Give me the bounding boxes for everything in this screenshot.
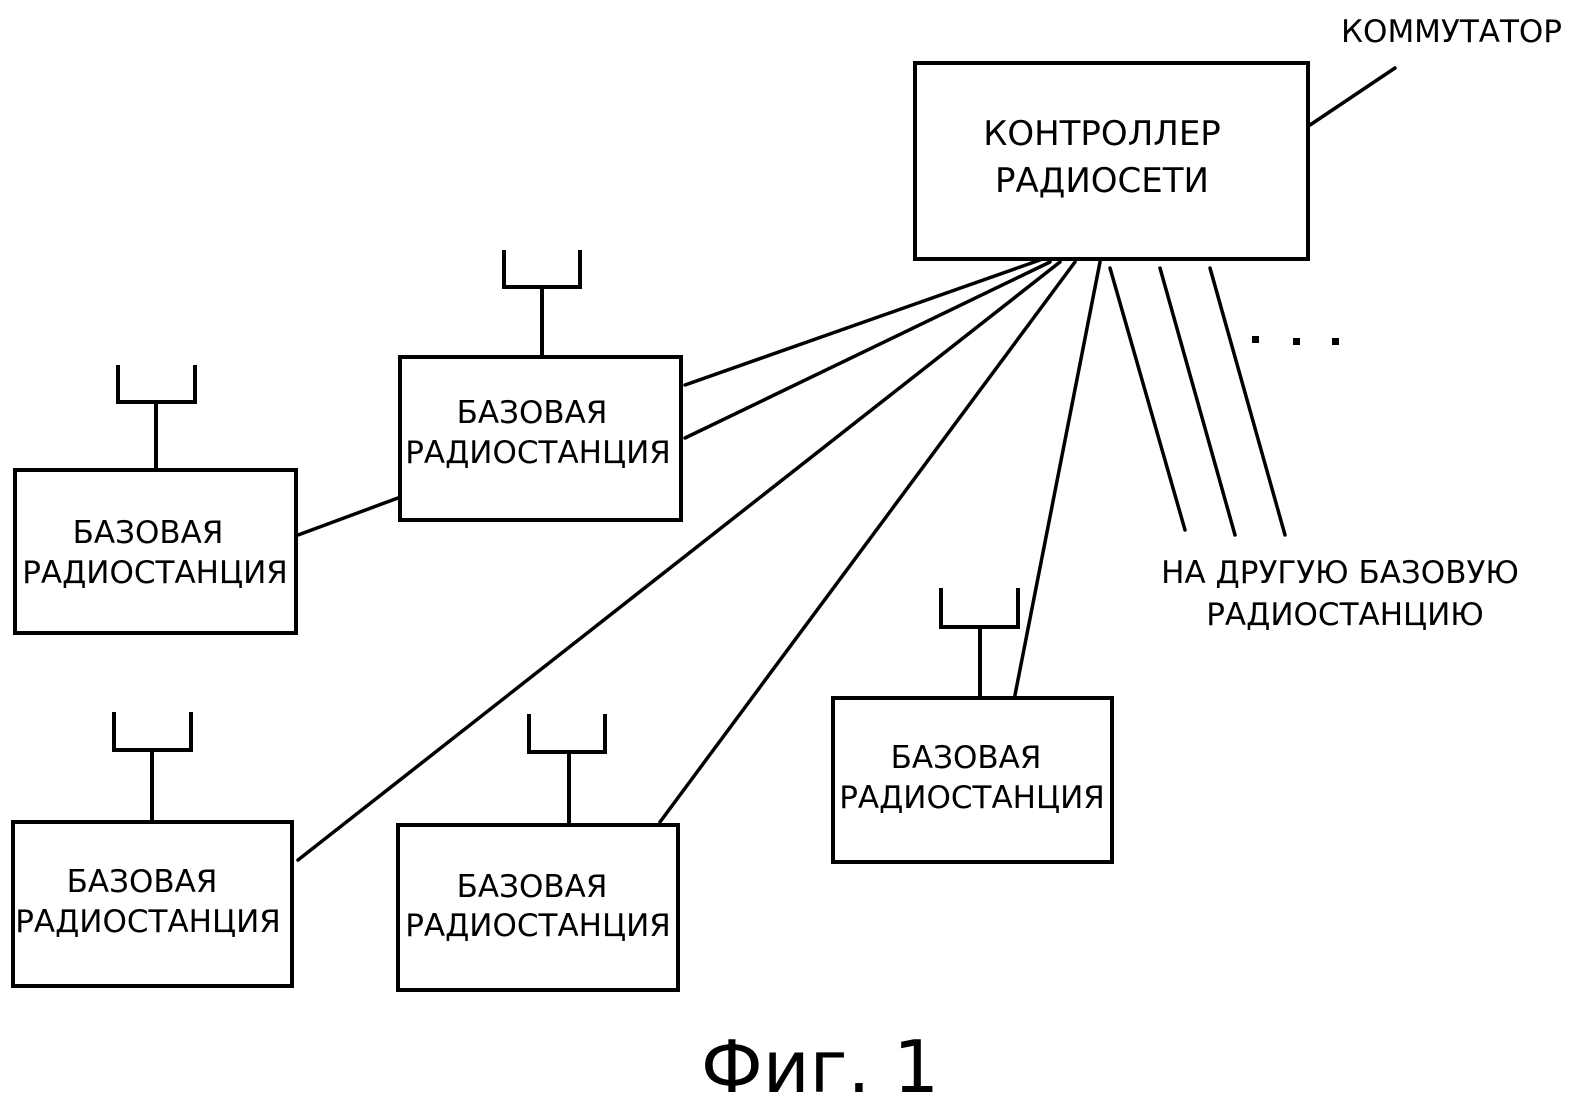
ellipsis-dots (1252, 336, 1339, 345)
link-controller-station-right (1013, 260, 1102, 697)
antenna-icon (939, 588, 1020, 698)
connections (296, 66, 1397, 862)
station-label-line1: БАЗОВАЯ (891, 740, 1042, 776)
antenna-icon (502, 250, 582, 357)
link-other-station-3 (1208, 266, 1287, 537)
link-other-station-1 (1108, 266, 1187, 532)
link-controller-station-bottom-mid (658, 260, 1077, 824)
link-controller-station-top-1 (683, 258, 1042, 387)
antenna-icon (112, 712, 193, 822)
figure-caption: Фиг. 1 (701, 1025, 939, 1109)
station-label-line1: БАЗОВАЯ (457, 395, 608, 431)
base-station-right: БАЗОВАЯ РАДИОСТАНЦИЯ (831, 588, 1114, 864)
station-label-line2: РАДИОСТАНЦИЯ (405, 908, 671, 944)
station-label-line1: БАЗОВАЯ (457, 869, 608, 905)
base-station-top: БАЗОВАЯ РАДИОСТАНЦИЯ (398, 250, 683, 522)
station-label-line1: БАЗОВАЯ (73, 515, 224, 551)
controller-label-line1: КОНТРОЛЛЕР (983, 114, 1221, 154)
link-switch (1308, 66, 1397, 127)
station-label-line2: РАДИОСТАНЦИЯ (839, 780, 1105, 816)
link-other-station-2 (1158, 266, 1237, 537)
antenna-icon (527, 714, 607, 825)
link-station-top-station-left (296, 496, 400, 537)
base-station-bottom-middle: БАЗОВАЯ РАДИОСТАНЦИЯ (396, 714, 680, 992)
base-station-left: БАЗОВАЯ РАДИОСТАНЦИЯ (13, 365, 298, 635)
station-label-line2: РАДИОСТАНЦИЯ (15, 904, 281, 940)
link-controller-station-top-2 (683, 260, 1052, 440)
antenna-icon (116, 365, 197, 470)
radio-network-controller: КОНТРОЛЛЕР РАДИОСЕТИ (913, 61, 1310, 261)
station-label-line1: БАЗОВАЯ (67, 864, 218, 900)
other-station-label-line2: РАДИОСТАНЦИЮ (1206, 597, 1484, 633)
other-station-label-line1: НА ДРУГУЮ БАЗОВУЮ (1161, 555, 1519, 591)
controller-label-line2: РАДИОСЕТИ (995, 161, 1209, 201)
switch-label: КОММУТАТОР (1341, 14, 1562, 50)
station-label-line2: РАДИОСТАНЦИЯ (405, 435, 671, 471)
link-controller-station-bottom-left (296, 260, 1062, 862)
base-station-bottom-left: БАЗОВАЯ РАДИОСТАНЦИЯ (11, 712, 294, 988)
station-label-line2: РАДИОСТАНЦИЯ (22, 555, 288, 591)
